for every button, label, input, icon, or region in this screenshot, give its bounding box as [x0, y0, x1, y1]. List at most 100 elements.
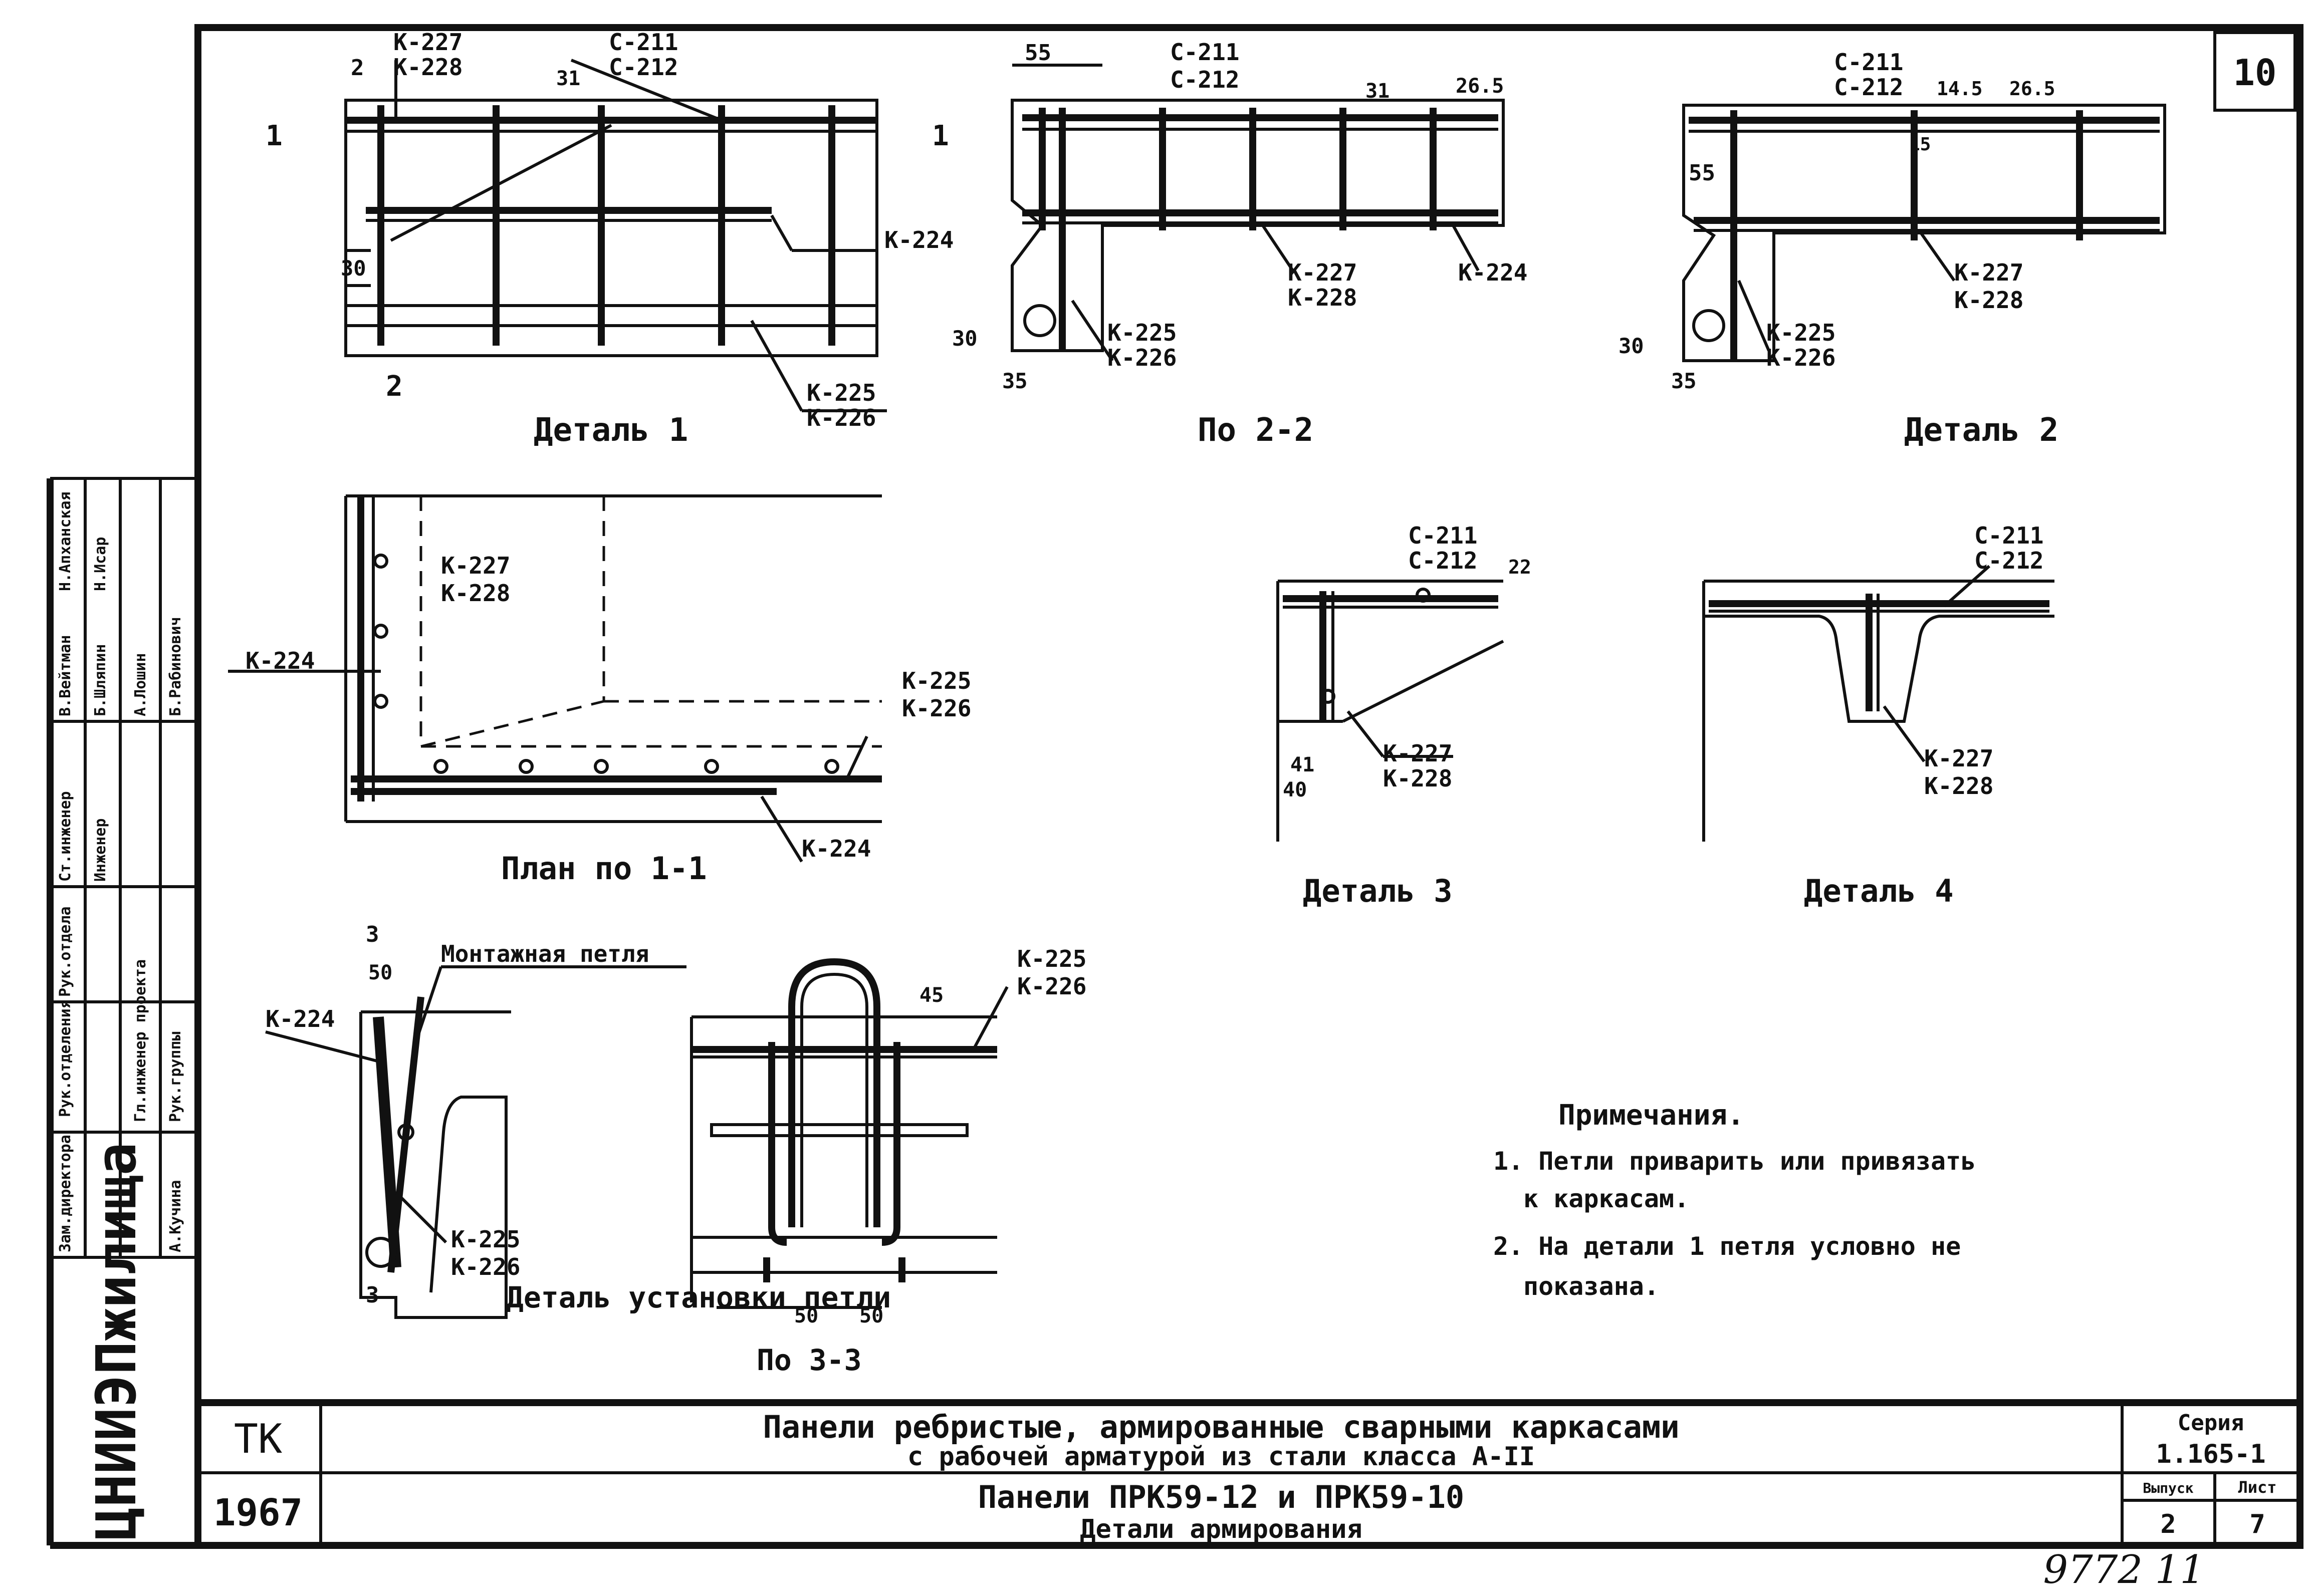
detail-1-section-mark-1: 1: [266, 120, 283, 152]
detail-4-label-k228: К-228: [1924, 772, 1993, 800]
loop-install-section-mark-top: 3: [366, 922, 379, 947]
stamp-role-4: Гл.инженер проекта: [132, 959, 149, 1122]
section-2-2-dim-31: 31: [1365, 80, 1390, 103]
detail-1-label-k225: К-225: [807, 379, 876, 406]
detail-3-dim-22: 22: [1508, 556, 1531, 578]
detail-2-dim-55: 55: [1689, 160, 1715, 186]
issue-value: 2: [2160, 1509, 2176, 1539]
detail-2-label-c212: С-212: [1834, 74, 1903, 101]
detail-4-drawing: [1702, 565, 2054, 842]
section-2-2-label-k228: К-228: [1288, 284, 1357, 311]
detail-1-label-k226: К-226: [807, 404, 876, 431]
detail-1-label-k227: К-227: [393, 29, 463, 56]
stamp-role-3: Рук.отдела: [57, 906, 74, 997]
detail-2-label-c211: С-211: [1834, 49, 1903, 76]
detail-2-label-k226: К-226: [1766, 344, 1835, 371]
section-2-2-drawing: [1011, 64, 1505, 362]
plan-1-1-label-k228: К-228: [441, 580, 510, 607]
section-2-2-label-k224: К-224: [1458, 259, 1527, 286]
detail-1-drawing: [344, 59, 887, 412]
series-value: 1.165-1: [2156, 1439, 2265, 1469]
section-2-2-label-c212: С-212: [1170, 66, 1239, 93]
stamp-name-2: Б.Шляпин: [92, 644, 109, 717]
loop-install-dim-50: 50: [368, 961, 392, 984]
detail-1-label-c212: С-212: [609, 54, 678, 81]
detail-2-dim-30: 30: [1619, 334, 1644, 358]
section-3-3-dim-45: 45: [919, 984, 944, 1007]
sub-title-line-1: Панели ПРК59-12 и ПРК59-10: [978, 1479, 1465, 1515]
section-3-3-dim-50-right: 50: [859, 1304, 883, 1327]
stamp-name-7: А.Кучина: [167, 1180, 184, 1253]
plan-1-1-title: План по 1-1: [501, 850, 707, 887]
section-2-2-title: По 2-2: [1198, 412, 1313, 449]
plan-1-1-label-k226: К-226: [902, 695, 971, 722]
detail-2-label-k227: К-227: [1954, 259, 2023, 286]
detail-1-title: Деталь 1: [534, 412, 688, 449]
stamp-name-1: В.Вейтман: [57, 635, 74, 716]
stamp-name-5: Н.Апханская: [57, 491, 74, 591]
sheet-number-box: [2213, 31, 2296, 112]
stamp-role-1: Зам.директора: [57, 1135, 74, 1252]
notes-heading: Примечания.: [1558, 1099, 1744, 1132]
sheet-value: 7: [2249, 1509, 2265, 1539]
section-2-2-label-c211: С-211: [1170, 39, 1239, 66]
loop-install-title: Деталь установки петли: [506, 1280, 891, 1314]
detail-1-section-mark-2: 2: [386, 370, 403, 403]
loop-install-section-mark-bottom: 3: [366, 1282, 379, 1308]
detail-2-dim-26-5: 26.5: [2009, 78, 2055, 100]
section-3-3-label-k225: К-225: [1017, 945, 1086, 972]
detail-1-label-k224: К-224: [884, 226, 954, 253]
notes-item-1: 1. Петли приварить или привязать: [1493, 1147, 1976, 1176]
stamp-name-6: Н.Исар: [92, 537, 109, 591]
detail-1-label-k228: К-228: [393, 54, 463, 81]
main-title-line-1: Панели ребристые, армированные сварными …: [763, 1409, 1679, 1445]
section-2-2-label-k225: К-225: [1107, 319, 1177, 346]
detail-4-label-k227: К-227: [1924, 745, 1993, 772]
section-2-2-label-k227: К-227: [1288, 259, 1357, 286]
detail-3-label-k228: К-228: [1383, 765, 1452, 792]
detail-4-label-c212: С-212: [1974, 547, 2043, 574]
section-3-3-drawing: [690, 958, 1009, 1309]
section-3-3-label-k226: К-226: [1017, 973, 1086, 1000]
loop-install-label-k226: К-226: [451, 1253, 520, 1280]
plan-1-1-label-k224-bottom: К-224: [802, 835, 871, 862]
plan-1-1-label-k227: К-227: [441, 552, 510, 579]
detail-3-label-c212: С-212: [1408, 547, 1477, 574]
detail-2-dim-14-5: 14.5: [1937, 78, 1983, 100]
detail-4-title: Деталь 4: [1804, 873, 1954, 909]
section-2-2-dim-35: 35: [1002, 369, 1028, 393]
section-2-2-dim-26-5: 26.5: [1456, 75, 1504, 98]
loop-install-label-k225: К-225: [451, 1226, 520, 1253]
section-3-3-title: По 3-3: [757, 1343, 862, 1377]
year: 1967: [213, 1491, 303, 1534]
stamp-name-3: А.Лошин: [132, 653, 149, 716]
loop-install-drawing: [265, 965, 686, 1319]
loop-install-label-k224: К-224: [266, 1005, 335, 1032]
section-2-2-label-k226: К-226: [1107, 344, 1177, 371]
loop-install-label: Монтажная петля: [441, 940, 649, 967]
organization-logo-text: ЦНИИЭПжилища: [84, 1142, 148, 1540]
plan-1-1-label-k225: К-225: [902, 667, 971, 694]
stamp-name-4: Б.Рабинович: [167, 617, 184, 716]
notes-item-2: 2. На детали 1 петля условно не: [1493, 1232, 1961, 1261]
detail-2-title: Деталь 2: [1904, 412, 2058, 449]
handwritten-inventory-number: 9772 11: [2043, 1547, 2205, 1592]
notes-item-1-cont: к каркасам.: [1523, 1184, 1689, 1213]
detail-2-dim-35: 35: [1671, 369, 1697, 393]
detail-2-dim-15: 15: [1909, 134, 1931, 155]
detail-3-dim-40: 40: [1283, 778, 1307, 802]
sub-title-line-2: Детали армирования: [1080, 1514, 1362, 1544]
notes-item-2-cont: показана.: [1523, 1272, 1659, 1301]
detail-1-label-c211: С-211: [609, 29, 678, 56]
detail-1-section-mark-top: 2: [351, 55, 364, 81]
stamp-role-6: Ст.инженер: [57, 791, 74, 882]
section-2-2-dim-30: 30: [952, 326, 978, 351]
detail-3-title: Деталь 3: [1303, 873, 1453, 909]
sheet-label: Лист: [2238, 1478, 2276, 1497]
stamp-role-5: Рук.группы: [167, 1031, 184, 1122]
section-2-2-section-mark: 1: [932, 120, 949, 152]
main-title-line-2: с рабочей арматурой из стали класса А-II: [907, 1442, 1535, 1472]
stamp-role-2: Рук.отделения: [57, 999, 74, 1117]
detail-1-dim-30: 30: [341, 256, 366, 281]
